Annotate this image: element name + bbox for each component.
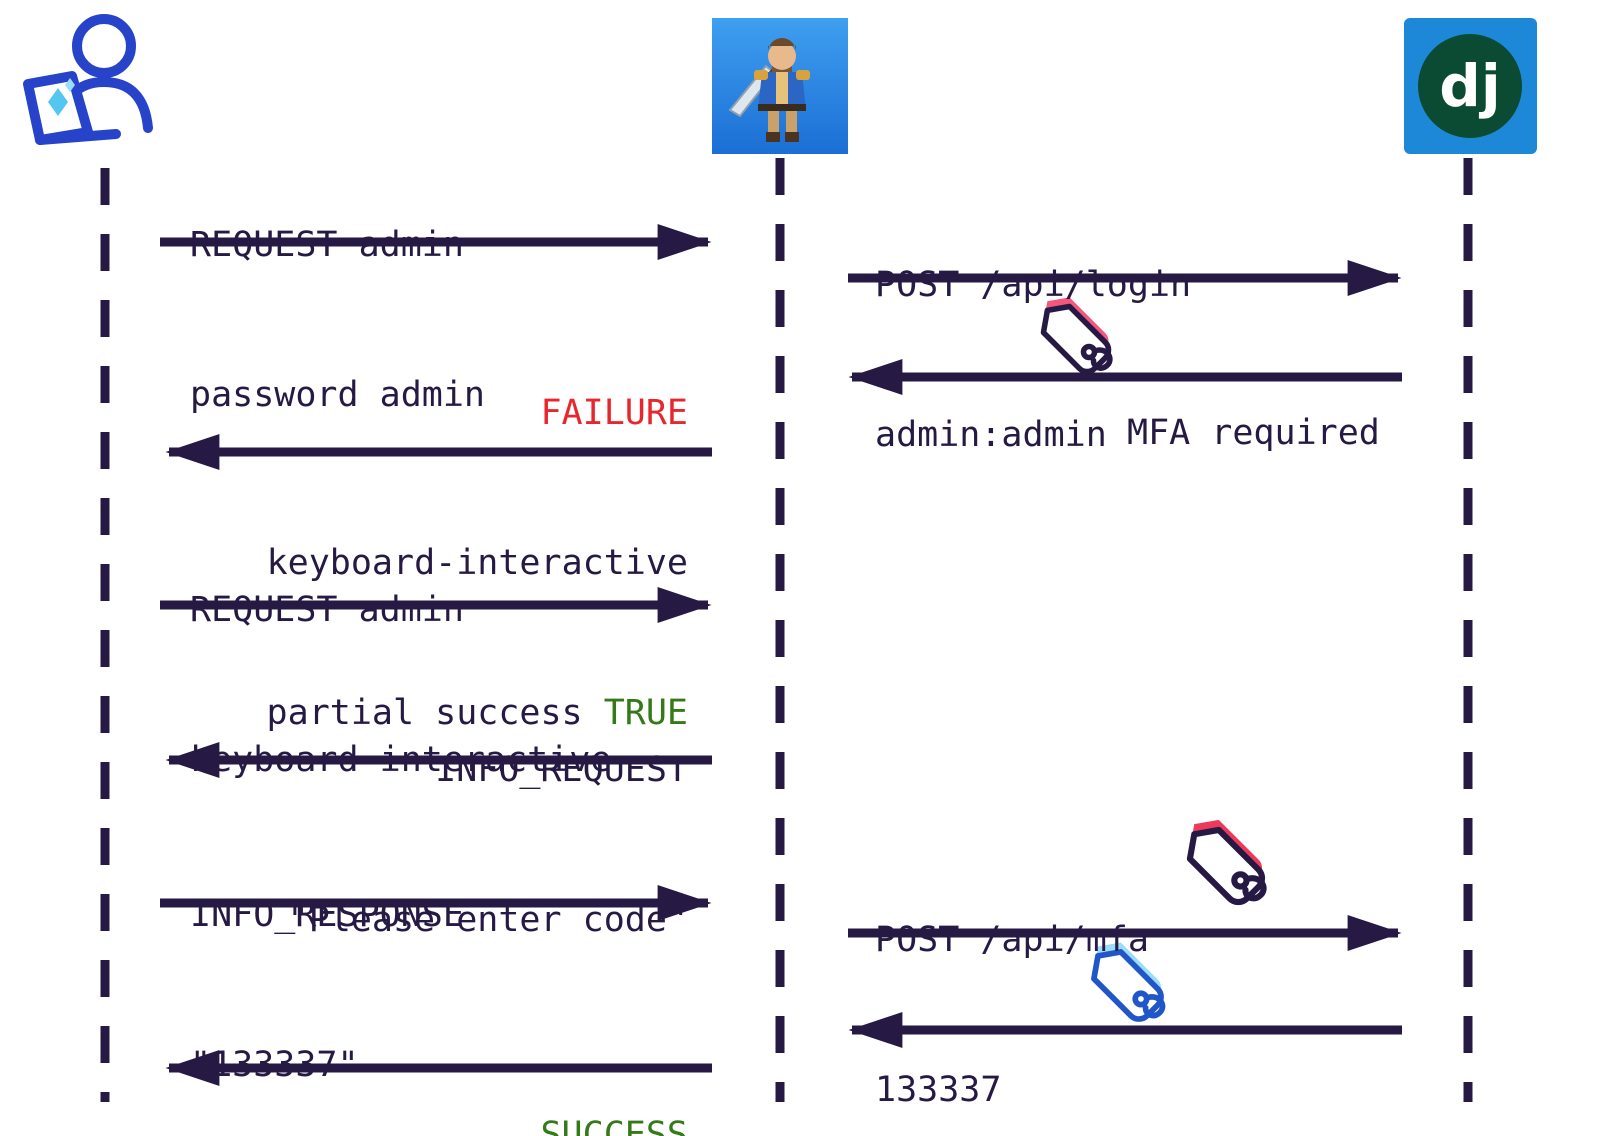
tag-icon-pink — [1040, 297, 1113, 375]
message-line: INFO_RESPONSE — [190, 895, 464, 935]
message-m5-label: REQUEST admin keyboard-interactive — [190, 485, 611, 885]
message-m1-label: REQUEST admin password admin — [190, 120, 485, 520]
message-line: INFO_REQUEST — [435, 750, 688, 790]
django-logo-text: dj — [1439, 52, 1500, 120]
message-line: keyboard-interactive — [190, 740, 612, 780]
message-m10-label: SUCCESS — [190, 1010, 688, 1136]
message-line: keyboard-interactive — [266, 543, 688, 583]
message-line: partial success TRUE — [190, 688, 688, 738]
message-m2-label: POST /api/login admin:admin — [875, 160, 1191, 560]
message-line: POST /api/login — [875, 265, 1192, 305]
message-line: 133337 — [875, 1070, 1002, 1110]
message-line: REQUEST admin — [190, 225, 464, 265]
message-line: "Please enter code" — [287, 900, 688, 940]
message-line: admin:admin — [875, 415, 1107, 455]
tag-icon-red — [1186, 819, 1267, 906]
message-line: POST /api/mfa — [875, 920, 1149, 960]
message-line: "133337" — [190, 1045, 359, 1085]
tag-icon-blue — [1091, 942, 1166, 1022]
success-status: SUCCESS — [540, 1115, 688, 1136]
django-logo: dj — [1404, 18, 1537, 154]
user-laptop-icon — [23, 14, 153, 145]
message-m4-label: FAILURE keyboard-interactive partial suc… — [190, 288, 688, 838]
message-m7-label: INFO_RESPONSE "133337" — [190, 790, 464, 1136]
message-m3-label: MFA required — [1127, 308, 1380, 558]
failure-status: FAILURE — [540, 393, 688, 433]
partial-success-text: partial success — [266, 693, 604, 733]
game-character-icon — [712, 18, 848, 154]
partial-success-value: TRUE — [603, 693, 688, 733]
message-line: REQUEST admin — [190, 590, 464, 630]
message-line: password admin — [190, 375, 486, 415]
message-m8-label: POST /api/mfa 133337 — [875, 815, 1149, 1136]
message-line: MFA required — [1127, 413, 1380, 453]
message-m6-label: INFO_REQUEST "Please enter code" — [190, 645, 688, 1045]
